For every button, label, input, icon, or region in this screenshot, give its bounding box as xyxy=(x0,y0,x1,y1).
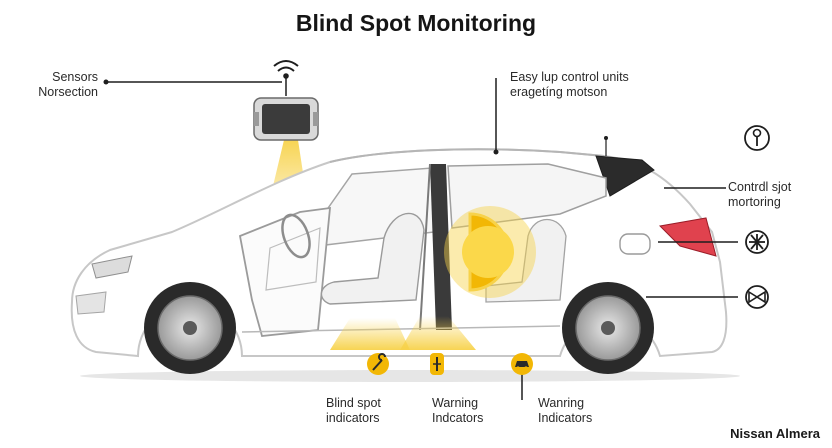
brand-label: Nissan Almera xyxy=(730,426,820,441)
taillight xyxy=(658,217,717,257)
label-sensors-line2: Norsection xyxy=(38,85,98,99)
rear-seat xyxy=(485,219,567,303)
headlight xyxy=(91,255,133,279)
label-warning-mid-line1: Warning xyxy=(432,396,479,410)
rear-window xyxy=(447,163,607,229)
bowtie-icon xyxy=(745,285,769,309)
label-sensors-line1: Sensors xyxy=(52,70,98,84)
label-blind-spot-indicators: Blind spot indicators xyxy=(326,396,381,426)
wrench-icon xyxy=(367,353,389,375)
indicator-beam-mid xyxy=(400,316,476,350)
label-warning-right-line1: Wanring xyxy=(538,396,585,410)
diagram-title: Blind Spot Monitoring xyxy=(295,10,537,36)
label-blind-spot-line1: Blind spot xyxy=(326,396,381,410)
label-warning-indicators-right: Wanring Indicators xyxy=(538,396,592,426)
indicator-beam-left xyxy=(330,318,410,350)
ground-shadow xyxy=(80,370,740,382)
front-seat xyxy=(320,212,425,305)
fuel-cap xyxy=(619,233,651,255)
label-control-units-line2: eragetíng motson xyxy=(510,85,608,99)
steering-wheel xyxy=(281,213,311,259)
label-warning-indicators-mid: Warning Indcators xyxy=(432,396,483,426)
sensor-module-icon xyxy=(253,97,319,141)
b-pillar xyxy=(430,164,452,330)
indicator-icon xyxy=(430,353,444,375)
front-wheel xyxy=(144,282,236,374)
label-control-units: Easy lup control units eragetíng motson xyxy=(510,70,629,100)
label-control-units-line1: Easy lup control units xyxy=(510,70,629,84)
label-control-spot-line2: mortoring xyxy=(728,195,781,209)
label-control-spot: Contrdl sjot mortoring xyxy=(728,180,791,210)
wifi-icon xyxy=(273,60,299,79)
snowflake-icon xyxy=(745,230,769,254)
label-control-spot-line1: Contrdl sjot xyxy=(728,180,792,194)
car-icon xyxy=(511,353,533,375)
label-blind-spot-line2: indicators xyxy=(326,411,380,425)
rear-wheel xyxy=(562,282,654,374)
key-icon xyxy=(744,125,770,151)
label-sensors: Sensors Norsection xyxy=(36,70,98,100)
label-warning-mid-line2: Indcators xyxy=(432,411,484,425)
front-grille xyxy=(75,291,107,315)
blind-spot-indicator-icon xyxy=(444,206,536,298)
label-warning-right-line2: Indicators xyxy=(538,411,593,425)
